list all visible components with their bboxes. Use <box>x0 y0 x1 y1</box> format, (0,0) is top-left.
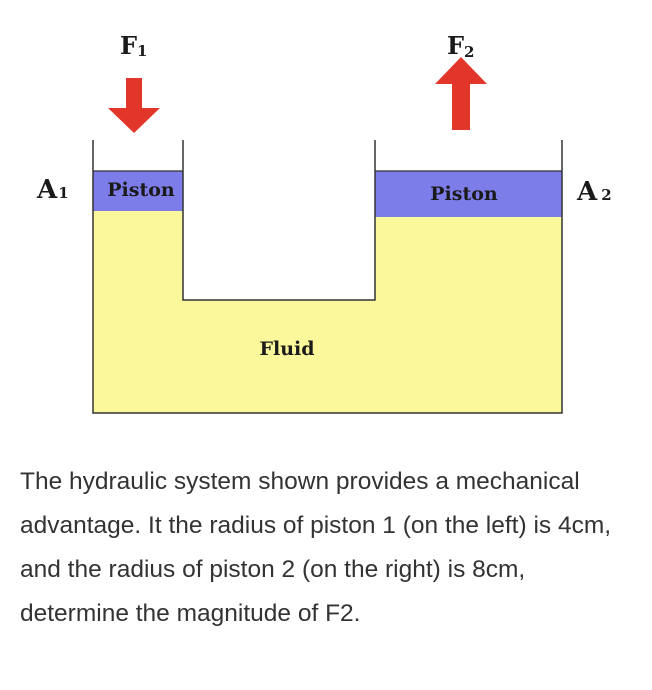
force-left-letter: F <box>120 31 137 60</box>
area-right-subscript: 2 <box>601 186 611 204</box>
area-right-letter: A <box>576 177 598 207</box>
area-left-letter: A <box>36 175 58 205</box>
force-up-arrow <box>435 57 487 130</box>
question-text: The hydraulic system shown provides a me… <box>20 468 612 627</box>
fluid-region <box>93 211 562 413</box>
force-right-subscript: 2 <box>464 43 474 61</box>
force-right-label: F2 <box>447 31 474 61</box>
force-left-label: F1 <box>120 31 147 60</box>
area-left-label: A1 <box>36 175 69 205</box>
area-left-subscript: 1 <box>58 184 68 202</box>
force-down-arrow <box>108 78 160 133</box>
container-outline <box>92 140 563 414</box>
piston-right <box>375 171 562 217</box>
force-right-letter: F <box>447 31 464 60</box>
piston-left-label: Piston <box>107 179 175 201</box>
piston-left <box>93 171 183 211</box>
piston-right-label: Piston <box>430 183 498 205</box>
force-left-subscript: 1 <box>137 42 147 60</box>
fluid-label: Fluid <box>259 338 314 360</box>
